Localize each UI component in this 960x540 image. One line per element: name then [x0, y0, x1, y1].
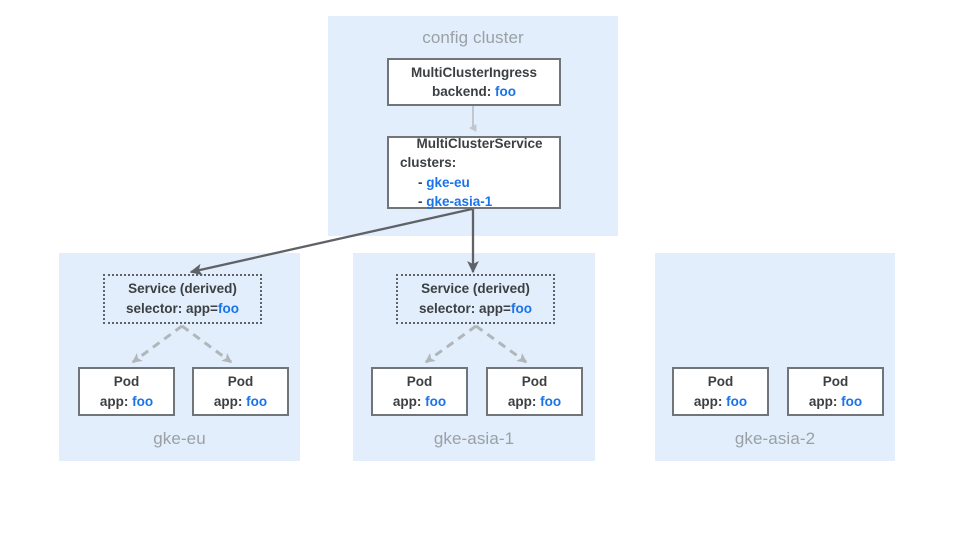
multi-cluster-service-cluster-value-0: gke-eu	[426, 174, 470, 190]
config-cluster-label: config cluster	[422, 28, 524, 47]
derived-service-title: Service (derived)	[128, 281, 237, 297]
pod-app-value: foo	[425, 393, 447, 409]
multi-cluster-service-title: MultiClusterService	[416, 136, 543, 152]
list-dash: -	[418, 174, 423, 190]
derived-service-selector-label: selector: app=	[126, 301, 218, 316]
multi-cluster-service-clusters-label: clusters:	[400, 155, 457, 171]
derived-service-selector-row: selector: app=foo	[419, 299, 532, 319]
pod-app-value: foo	[841, 393, 863, 409]
derived-service-title: Service (derived)	[421, 281, 530, 297]
pod-app-row: app: foo	[508, 392, 561, 411]
pod-title: Pod	[822, 374, 849, 390]
pod-title: Pod	[707, 374, 734, 390]
pod-app-label: app:	[808, 393, 838, 409]
pod-title: Pod	[113, 374, 140, 390]
multi-cluster-service-cluster-value-1: gke-asia-1	[426, 193, 493, 209]
derived-service-selector-value: foo	[510, 301, 532, 316]
pod-app-label: app:	[99, 393, 129, 409]
gke-asia-2-pod-1[interactable]: Pod app: foo	[672, 367, 769, 416]
pod-app-value: foo	[726, 393, 748, 409]
list-dash: -	[418, 193, 423, 209]
gke-asia-1-derived-service[interactable]: Service (derived) selector: app=foo	[396, 274, 555, 324]
derived-service-selector-row: selector: app=foo	[126, 299, 239, 319]
gke-eu-pod-1[interactable]: Pod app: foo	[78, 367, 175, 416]
multi-cluster-service-box[interactable]: MultiClusterService clusters: - gke-eu -…	[387, 136, 561, 209]
pod-app-label: app:	[507, 393, 537, 409]
pod-app-value: foo	[246, 393, 268, 409]
pod-app-label: app:	[392, 393, 422, 409]
multi-cluster-ingress-title: MultiClusterIngress	[410, 64, 538, 80]
pod-title: Pod	[521, 374, 548, 390]
gke-eu-pod-2[interactable]: Pod app: foo	[192, 367, 289, 416]
derived-service-selector-label: selector: app=	[419, 301, 511, 316]
pod-title: Pod	[406, 374, 433, 390]
gke-asia-2-pod-2[interactable]: Pod app: foo	[787, 367, 884, 416]
cluster-label-gke-asia-1: gke-asia-1	[433, 429, 515, 448]
pod-app-row: app: foo	[214, 392, 267, 411]
cluster-panel-gke-asia-2: gke-asia-2	[655, 253, 895, 461]
pod-app-row: app: foo	[694, 392, 747, 411]
pod-app-row: app: foo	[809, 392, 862, 411]
gke-asia-1-pod-2[interactable]: Pod app: foo	[486, 367, 583, 416]
multi-cluster-ingress-box[interactable]: MultiClusterIngress backend: foo	[387, 58, 561, 106]
multi-cluster-ingress-backend-value: foo	[495, 84, 517, 99]
multi-cluster-service-cluster-item-0: - gke-eu	[400, 173, 559, 192]
cluster-label-gke-asia-2: gke-asia-2	[734, 429, 816, 448]
pod-app-label: app:	[213, 393, 243, 409]
pod-title: Pod	[227, 374, 254, 390]
pod-app-value: foo	[540, 393, 562, 409]
derived-service-selector-value: foo	[217, 301, 239, 316]
pod-app-row: app: foo	[393, 392, 446, 411]
multi-cluster-ingress-backend-row: backend: foo	[432, 82, 516, 101]
gke-asia-1-pod-1[interactable]: Pod app: foo	[371, 367, 468, 416]
pod-app-row: app: foo	[100, 392, 153, 411]
cluster-label-gke-eu: gke-eu	[153, 429, 206, 448]
gke-eu-derived-service[interactable]: Service (derived) selector: app=foo	[103, 274, 262, 324]
pod-app-value: foo	[132, 393, 154, 409]
pod-app-label: app:	[693, 393, 723, 409]
multi-cluster-ingress-backend-label: backend:	[431, 84, 492, 99]
multi-cluster-service-cluster-item-1: - gke-asia-1	[400, 192, 559, 211]
